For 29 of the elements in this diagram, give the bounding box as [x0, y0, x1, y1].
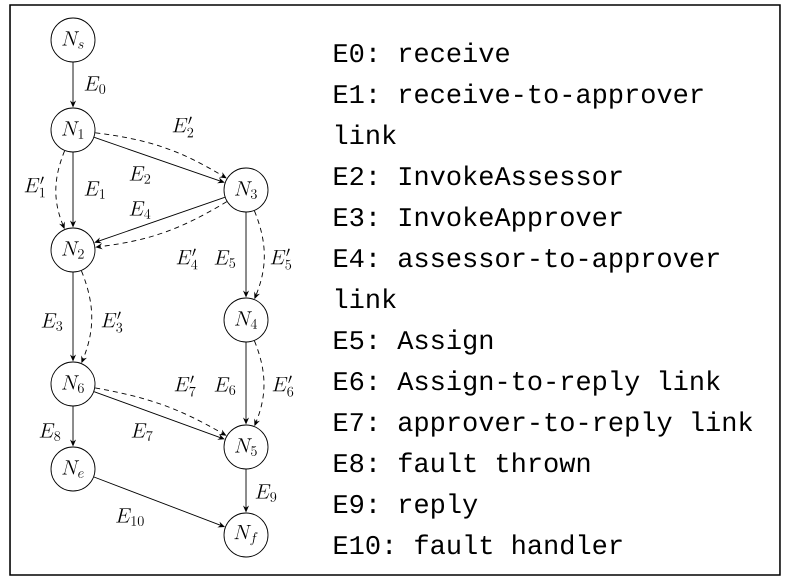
- edge-description: E8: fault thrown: [334, 452, 590, 472]
- edge-label: $E_5$: [214, 250, 236, 268]
- edge-label: $E_9$: [256, 484, 276, 502]
- edge-description: E10: fault handler: [334, 534, 622, 554]
- edge-description: E0: receive: [334, 42, 509, 62]
- edge-description: E5: Assign: [334, 329, 492, 355]
- edge-label: $E'_5$: [270, 248, 292, 270]
- edge-label: $E_{10}$: [116, 508, 144, 526]
- edge-description: E2: InvokeAssessor: [334, 165, 622, 186]
- edge-description: E3: InvokeApprover: [334, 206, 622, 232]
- edge-description: E7: approver-to-reply link: [334, 411, 752, 437]
- edge-label: $E'_4$: [176, 248, 198, 270]
- edge-label: $E'_6$: [272, 376, 294, 397]
- edge-label: $E_4$: [130, 201, 150, 219]
- edge-label: $E'_3$: [102, 312, 122, 333]
- edge-description: E9: reply: [334, 493, 478, 519]
- edge-label: $E_0$: [84, 76, 106, 94]
- edge-label: $E_3$: [42, 313, 62, 331]
- edge-description: E4: assessor-to-approver link: [334, 249, 719, 308]
- edge-label: $E_7$: [132, 423, 153, 441]
- edge-label: $E_1$: [84, 181, 105, 199]
- edge-label: $E'_1$: [24, 176, 45, 198]
- edge-label: $E'_2$: [172, 116, 194, 138]
- edge-label: $E_8$: [40, 423, 60, 441]
- edge-description: E6: Assign-to-reply link: [334, 370, 720, 396]
- edge-description: E1: receive-to-approver link: [334, 83, 703, 144]
- edge-label: $E_2$: [130, 166, 150, 184]
- edge-label: $E_6$: [214, 377, 236, 395]
- edge-label: $E'_7$: [174, 376, 196, 397]
